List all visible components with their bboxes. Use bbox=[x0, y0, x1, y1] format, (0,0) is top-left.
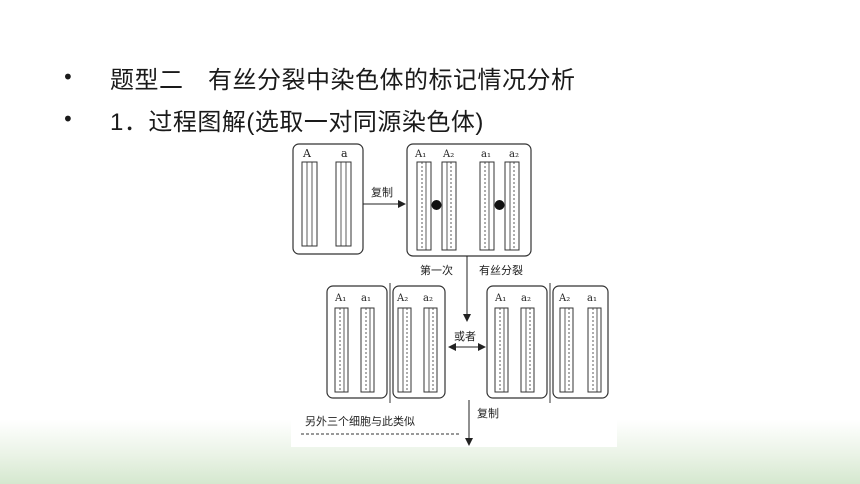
topic-heading: 题型二 有丝分裂中染色体的标记情况分析 bbox=[110, 65, 576, 94]
allele-label: a bbox=[341, 147, 348, 160]
allele-label: A₁ bbox=[414, 149, 426, 160]
bottom-replicate-label: 复制 bbox=[477, 406, 499, 420]
replicate-arrow: 复制 bbox=[363, 185, 406, 208]
other-cells-note: 另外三个细胞与此类似 bbox=[305, 414, 415, 428]
centromere bbox=[494, 200, 505, 210]
chromosome bbox=[494, 307, 509, 393]
process-heading: 1．过程图解(选取一对同源染色体) bbox=[110, 108, 484, 136]
chromosome bbox=[520, 307, 535, 393]
allele-label: A₂ bbox=[558, 293, 570, 304]
centromere bbox=[431, 200, 442, 210]
chromatid-labeled bbox=[441, 161, 457, 251]
allele-label: a₁ bbox=[361, 293, 371, 304]
chromosome bbox=[397, 307, 412, 393]
chromosome-labeling-diagram: A a 复制 A₁ A₂ a₁ a₂ bbox=[291, 141, 617, 447]
allele-label: a₁ bbox=[481, 149, 491, 160]
chromosome bbox=[559, 307, 574, 393]
chromosome bbox=[334, 307, 349, 393]
bullet-item-process: • 1．过程图解(选取一对同源染色体) bbox=[62, 102, 484, 136]
bullet-marker: • bbox=[62, 65, 74, 89]
chromosome bbox=[335, 161, 352, 247]
or-double-arrow: 或者 bbox=[448, 330, 486, 351]
chromosome bbox=[360, 307, 375, 393]
allele-label: a₂ bbox=[509, 149, 519, 160]
bottom-note: 另外三个细胞与此类似 复制 bbox=[301, 400, 499, 446]
allele-label: a₂ bbox=[521, 293, 531, 304]
allele-label: A₁ bbox=[334, 293, 346, 304]
chromosome bbox=[587, 307, 602, 393]
chromatid-labeled bbox=[504, 161, 520, 251]
allele-label: A₂ bbox=[396, 293, 408, 304]
chromosome bbox=[423, 307, 438, 393]
division-label: 有丝分裂 bbox=[479, 263, 523, 277]
chromosome bbox=[301, 161, 318, 247]
allele-label: A bbox=[302, 147, 312, 160]
cell-before-replication: A a bbox=[292, 143, 364, 255]
allele-label: a₁ bbox=[587, 293, 597, 304]
allele-label: a₂ bbox=[423, 293, 433, 304]
replicate-label: 复制 bbox=[371, 185, 393, 199]
division-label: 第一次 bbox=[420, 263, 453, 277]
bullet-marker: • bbox=[62, 107, 74, 131]
or-label: 或者 bbox=[454, 330, 476, 343]
daughter-cell-pair-left: A₁ a₁ A₂ a₂ bbox=[326, 283, 446, 403]
daughter-cell-pair-right: A₁ a₂ A₂ a₁ bbox=[486, 283, 609, 403]
bullet-item-topic: • 题型二 有丝分裂中染色体的标记情况分析 bbox=[62, 60, 576, 94]
allele-label: A₂ bbox=[442, 149, 454, 160]
allele-label: A₁ bbox=[494, 293, 506, 304]
cell-after-replication: A₁ A₂ a₁ a₂ bbox=[406, 143, 532, 257]
mitosis-arrow: 第一次 有丝分裂 bbox=[420, 256, 523, 322]
chromatid-labeled bbox=[479, 161, 495, 251]
chromatid-labeled bbox=[416, 161, 432, 251]
